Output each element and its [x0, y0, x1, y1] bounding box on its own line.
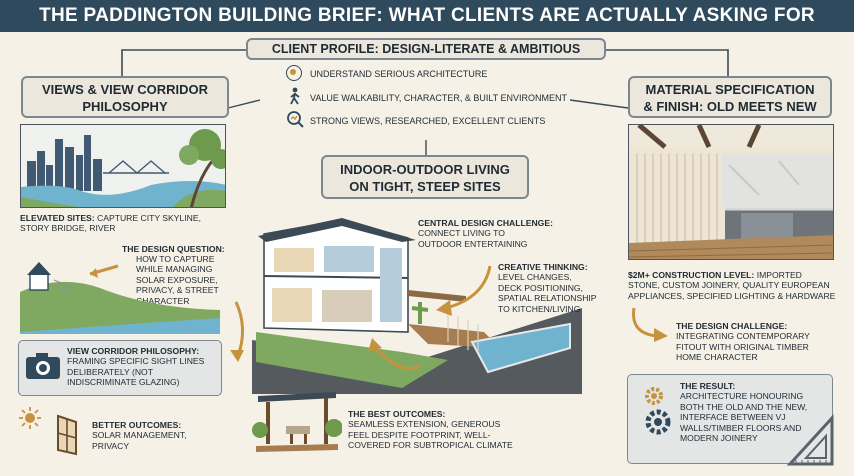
- better-line2: PRIVACY: [92, 440, 130, 451]
- creative-line1: LEVEL CHANGES,: [498, 272, 572, 283]
- central-challenge-text: CENTRAL DESIGN CHALLENGE: CONNECT LIVING…: [418, 218, 553, 249]
- central-label: CENTRAL DESIGN CHALLENGE:: [418, 218, 553, 228]
- material-challenge-line3: HOME CHARACTER: [676, 352, 758, 363]
- pergola-illustration: [252, 386, 342, 452]
- indoor-heading-line2: ON TIGHT, STEEP SITES: [349, 179, 501, 194]
- page-title: THE PADDINGTON BUILDING BRIEF: WHAT CLIE…: [0, 0, 854, 32]
- views-heading-line1: VIEWS & VIEW CORRIDOR: [41, 82, 209, 97]
- camera-icon: [24, 351, 64, 381]
- construction-label: $2M+ CONSTRUCTION LEVEL:: [628, 270, 755, 280]
- client-profile-heading: CLIENT PROFILE: DESIGN-LITERATE & AMBITI…: [246, 38, 606, 60]
- sun-icon: [18, 406, 42, 430]
- gears-icon: [640, 386, 676, 440]
- skyline-illustration: [20, 124, 226, 208]
- creative-line4: TO KITCHEN/LIVING: [498, 303, 581, 314]
- result-line1: ARCHITECTURE HONOURING: [680, 391, 804, 402]
- indoor-heading-line1: INDOOR-OUTDOOR LIVING: [340, 162, 510, 177]
- elevated-line1: CAPTURE CITY SKYLINE,: [97, 213, 201, 223]
- material-challenge-line1: INTEGRATING CONTEMPORARY: [676, 331, 810, 342]
- views-heading: VIEWS & VIEW CORRIDOR PHILOSOPHY: [21, 76, 229, 118]
- central-line2: OUTDOOR ENTERTAINING: [418, 238, 528, 249]
- better-outcomes-text: BETTER OUTCOMES: SOLAR MANAGEMENT, PRIVA…: [92, 420, 187, 451]
- indoor-outdoor-heading: INDOOR-OUTDOOR LIVING ON TIGHT, STEEP SI…: [321, 155, 529, 199]
- arrow-to-challenge: [632, 307, 668, 342]
- corridor-line2: DELIBERATELY (NOT: [67, 366, 153, 377]
- result-line2: BOTH THE OLD AND THE NEW,: [680, 401, 808, 412]
- corridor-line1: FRAMING SPECIFIC SIGHT LINES: [67, 356, 205, 367]
- creative-label: CREATIVE THINKING:: [498, 262, 588, 272]
- set-square-icon: [786, 414, 836, 468]
- better-line1: SOLAR MANAGEMENT,: [92, 430, 187, 441]
- magnifier-icon: [286, 110, 304, 128]
- best-line3: COVERED FOR SUBTROPICAL CLIMATE: [348, 440, 513, 451]
- central-line1: CONNECT LIVING TO: [418, 228, 505, 239]
- design-question-label: THE DESIGN QUESTION:: [122, 244, 225, 254]
- question-line4: PRIVACY, & STREET: [136, 285, 219, 296]
- arrow-curved-living: [368, 338, 421, 370]
- profile-item-2: VALUE WALKABILITY, CHARACTER, & BUILT EN…: [310, 93, 568, 103]
- best-outcomes-text: THE BEST OUTCOMES: SEAMLESS EXTENSION, G…: [348, 409, 513, 451]
- better-label: BETTER OUTCOMES:: [92, 420, 182, 430]
- question-line1: HOW TO CAPTURE: [136, 254, 215, 264]
- arrow-to-deck: [436, 265, 492, 316]
- material-challenge-line2: FITOUT WITH ORIGINAL TIMBER: [676, 341, 809, 352]
- material-heading: MATERIAL SPECIFICATION & FINISH: OLD MEE…: [628, 76, 832, 118]
- brain-icon: [286, 65, 302, 81]
- result-label: THE RESULT:: [680, 381, 736, 391]
- question-line5: CHARACTER: [136, 295, 190, 306]
- question-line2: WHILE MANAGING: [136, 264, 213, 275]
- creative-line3: SPATIAL RELATIONSHIP: [498, 293, 597, 304]
- result-line3: INTERFACE BETWEEN VJ: [680, 412, 786, 423]
- elevated-label: ELEVATED SITES:: [20, 213, 95, 223]
- result-box: [627, 374, 833, 464]
- view-corridor-text: VIEW CORRIDOR PHILOSOPHY: FRAMING SPECIF…: [67, 346, 204, 388]
- creative-thinking-text: CREATIVE THINKING: LEVEL CHANGES, DECK P…: [498, 262, 597, 314]
- construction-level-text: $2M+ CONSTRUCTION LEVEL: IMPORTED STONE,…: [628, 270, 835, 301]
- question-line3: SOLAR EXPOSURE,: [136, 274, 218, 285]
- construction-line3: APPLIANCES, SPECIFIED LIGHTING & HARDWAR…: [628, 290, 836, 301]
- hill-house-illustration: [20, 254, 220, 334]
- profile-item-1: UNDERSTAND SERIOUS ARCHITECTURE: [310, 69, 488, 79]
- best-line2: FEEL DESPITE FOOTPRINT, WELL-: [348, 429, 491, 440]
- result-line4: WALLS/TIMBER FLOORS AND: [680, 422, 802, 433]
- best-line1: SEAMLESS EXTENSION, GENEROUS: [348, 419, 501, 430]
- arrow-to-corridor: [230, 301, 244, 362]
- elevated-line2: STORY BRIDGE, RIVER: [20, 223, 116, 234]
- construction-line1: IMPORTED: [756, 270, 802, 280]
- construction-line2: STONE, CUSTOM JOINERY, QUALITY EUROPEAN: [628, 280, 830, 291]
- result-line5: MODERN JOINERY: [680, 433, 758, 444]
- house-cutaway-illustration: [252, 212, 582, 394]
- design-question-lines: HOW TO CAPTURE WHILE MANAGING SOLAR EXPO…: [136, 254, 219, 306]
- creative-line2: DECK POSITIONING,: [498, 282, 583, 293]
- profile-item-3: STRONG VIEWS, RESEARCHED, EXCELLENT CLIE…: [310, 116, 546, 126]
- views-heading-line2: PHILOSOPHY: [82, 99, 168, 114]
- best-label: THE BEST OUTCOMES:: [348, 409, 446, 419]
- elevated-sites-text: ELEVATED SITES: CAPTURE CITY SKYLINE, ST…: [20, 213, 201, 234]
- kitchen-illustration: [628, 124, 834, 260]
- material-heading-line2: & FINISH: OLD MEETS NEW: [643, 99, 817, 114]
- material-heading-line1: MATERIAL SPECIFICATION: [645, 82, 815, 97]
- walking-person-icon: [287, 87, 303, 105]
- result-text: THE RESULT: ARCHITECTURE HONOURING BOTH …: [680, 381, 807, 443]
- corridor-line3: INDISCRIMINATE GLAZING): [67, 377, 180, 388]
- window-icon: [54, 412, 80, 456]
- material-challenge-label: THE DESIGN CHALLENGE:: [676, 321, 788, 331]
- material-challenge-text: THE DESIGN CHALLENGE: INTEGRATING CONTEM…: [676, 321, 810, 363]
- corridor-label: VIEW CORRIDOR PHILOSOPHY:: [67, 346, 200, 356]
